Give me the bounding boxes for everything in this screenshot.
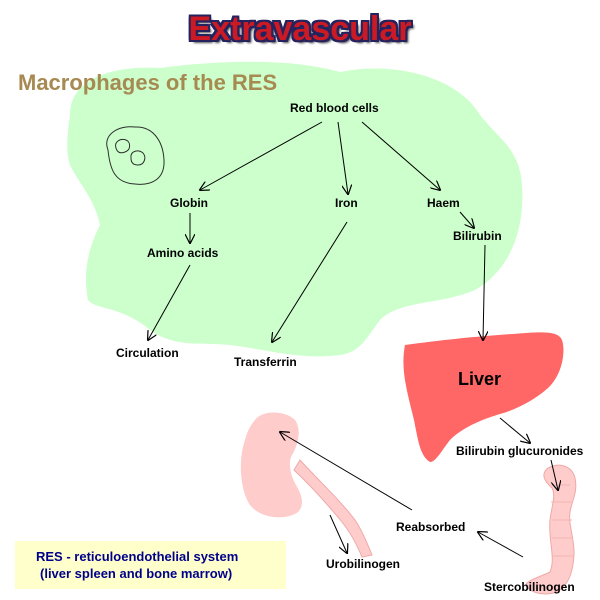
label-bilirubin-glucuronides: Bilirubin glucuronides — [456, 444, 584, 458]
label-urobilinogen: Urobilinogen — [326, 557, 400, 571]
res-note-line-2: (liver spleen and bone marrow) — [40, 566, 233, 581]
arrow-reabsorbed-to-kidney — [280, 432, 413, 511]
nucleus-vacuole-2 — [130, 150, 146, 166]
label-circulation: Circulation — [116, 346, 179, 360]
arrow-rbc-to-globin — [200, 121, 323, 190]
nucleus-outline — [106, 126, 165, 185]
arrow-iron-to-transferrin — [272, 221, 348, 342]
label-liver: Liver — [458, 369, 502, 389]
label-bilirubin: Bilirubin — [453, 229, 502, 243]
label-amino-acids: Amino acids — [147, 246, 219, 260]
arrow-rbc-to-iron — [337, 121, 348, 194]
arrow-liver-to-glucuronides — [499, 417, 530, 443]
arrow-bilirubin-to-liver — [483, 244, 485, 340]
label-transferrin: Transferrin — [234, 355, 297, 369]
kidney-shape — [240, 412, 303, 518]
ureter-shape — [293, 459, 373, 558]
label-haem: Haem — [427, 196, 460, 210]
res-note-box — [15, 541, 286, 589]
macrophage-heading: Macrophages of the RES — [18, 70, 278, 95]
label-stercobilinogen: Stercobilinogen — [484, 580, 575, 594]
arrow-rbc-to-haem — [361, 121, 440, 190]
arrow-stercobilinogen-to-reabsorbed — [478, 532, 524, 558]
arrow-amino-to-circulation — [148, 264, 191, 340]
res-note-line-1: RES - reticuloendothelial system — [36, 549, 239, 564]
arrow-haem-to-bilirubin — [459, 211, 474, 228]
label-globin: Globin — [170, 196, 208, 210]
label-red-blood-cells: Red blood cells — [290, 101, 379, 115]
label-reabsorbed: Reabsorbed — [396, 520, 466, 534]
intestine-shape — [525, 464, 577, 595]
arrow-kidney-to-urobilinogen — [329, 514, 347, 553]
nucleus-vacuole-1 — [115, 139, 131, 154]
page-title: Extravascular — [188, 10, 412, 48]
macrophage-cell — [67, 61, 523, 357]
label-iron: Iron — [335, 196, 358, 210]
arrow-glucuronides-to-intestine — [550, 459, 558, 490]
liver-shape — [403, 332, 564, 462]
